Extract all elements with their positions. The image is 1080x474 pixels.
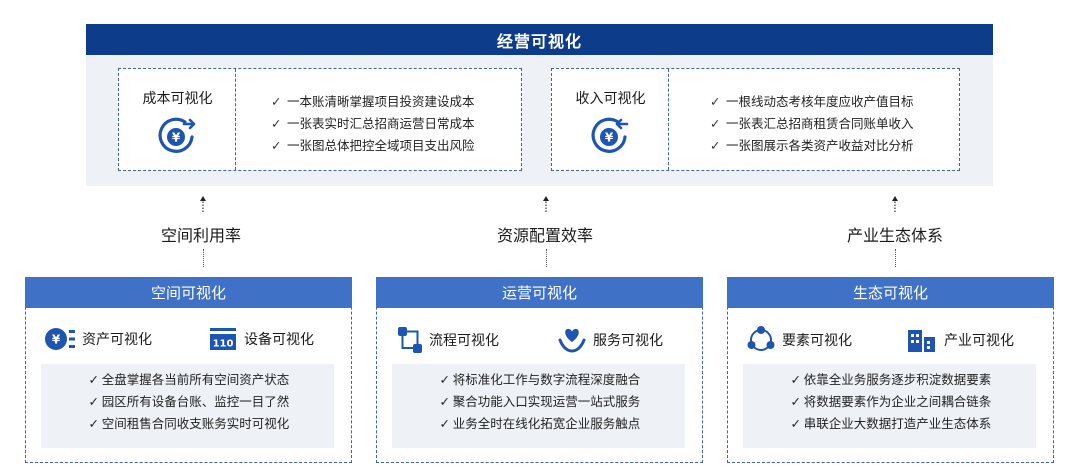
list-item: ✓园区所有设备台账、监控一目了然 <box>88 395 290 409</box>
space-items: ✓全盘掌握各当前所有空间资产状态 ✓园区所有设备台账、监控一目了然 ✓空间租售合… <box>41 364 334 448</box>
space-visualization-section: 空间可视化 ¥ 资产可视化 110 设备可视化 ✓全盘掌握各当前所有空间资产状态… <box>25 277 352 463</box>
ecosystem-visualization-section: 生态可视化 要素可视化 产业可视化 ✓依靠全业务服务逐步积淀数据要素 ✓将数据要… <box>727 277 1054 463</box>
space-utilization-label: 空间利用率 <box>161 228 242 245</box>
asset-visualization: ¥ 资产可视化 <box>44 326 152 352</box>
list-item: ✓一张图总体把控全域项目支出风险 <box>271 139 475 153</box>
list-item: ✓一根线动态考核年度应收产值目标 <box>710 95 914 109</box>
list-item: ✓一张表汇总招商租赁合同账单收入 <box>710 117 914 131</box>
list-item: ✓全盘掌握各当前所有空间资产状态 <box>88 373 290 387</box>
operation-visualization-section: 运营可视化 流程可视化 服务可视化 ✓将标准化工作与数字流程深度融合 ✓聚合功能… <box>376 277 703 463</box>
section-title: 生态可视化 <box>727 277 1054 308</box>
arrow-up-icon <box>892 196 898 212</box>
connector-dots <box>546 249 548 267</box>
yen-cycle-out-icon: ¥ <box>158 117 196 153</box>
arrow-up-icon <box>543 196 549 212</box>
list-item: ✓空间租售合同收支账务实时可视化 <box>88 417 290 431</box>
card-label: 收入可视化 <box>575 90 646 106</box>
cost-items: ✓一本账清晰掌握项目投资建设成本 ✓一张表实时汇总招商运营日常成本 ✓一张图总体… <box>271 91 475 157</box>
section-title: 运营可视化 <box>376 277 703 308</box>
arrow-up-icon <box>200 196 206 212</box>
list-item: ✓将标准化工作与数字流程深度融合 <box>439 373 641 387</box>
service-visualization: 服务可视化 <box>557 326 663 354</box>
list-item: ✓串联企业大数据打造产业生态体系 <box>790 417 992 431</box>
industry-ecosystem-label: 产业生态体系 <box>847 228 944 245</box>
section-title: 空间可视化 <box>25 277 352 308</box>
industry-visualization: 产业可视化 <box>906 326 1014 354</box>
ecosystem-items: ✓依靠全业务服务逐步积淀数据要素 ✓将数据要素作为企业之间耦合链条 ✓串联企业大… <box>743 364 1036 448</box>
list-item: ✓一张图展示各类资产收益对比分析 <box>710 139 914 153</box>
cycle-dots-icon <box>747 326 775 351</box>
connector-dots <box>203 249 205 267</box>
buildings-icon <box>908 330 935 352</box>
flow-icon <box>398 327 422 353</box>
operation-items: ✓将标准化工作与数字流程深度融合 ✓聚合功能入口实现运营一站式服务 ✓业务全时在… <box>392 364 685 448</box>
list-item: ✓业务全时在线化拓宽企业服务触点 <box>439 417 641 431</box>
list-item: ✓依靠全业务服务逐步积淀数据要素 <box>790 373 992 387</box>
heart-hand-icon <box>558 328 586 353</box>
device-visualization: 110 设备可视化 <box>208 326 314 352</box>
device-counter-icon: 110 <box>210 328 236 350</box>
process-visualization: 流程可视化 <box>397 326 499 354</box>
svg-text:¥: ¥ <box>172 131 181 145</box>
yen-cycle-in-icon: ¥ <box>591 117 629 153</box>
card-label: 成本可视化 <box>142 90 213 106</box>
list-item: ✓将数据要素作为企业之间耦合链条 <box>790 395 992 409</box>
cost-visualization-card: 成本可视化 ¥ ✓一本账清晰掌握项目投资建设成本 ✓一张表实时汇总招商运营日常成… <box>118 68 522 171</box>
connector-dots <box>895 249 897 267</box>
yen-list-icon: ¥ <box>45 328 75 350</box>
panel-title: 经营可视化 <box>86 24 993 55</box>
resource-efficiency-label: 资源配置效率 <box>497 228 594 245</box>
svg-text:¥: ¥ <box>52 333 61 347</box>
factor-visualization: 要素可视化 <box>746 326 852 354</box>
revenue-visualization-card: 收入可视化 ¥ ✓一根线动态考核年度应收产值目标 ✓一张表汇总招商租赁合同账单收… <box>551 68 960 171</box>
svg-text:110: 110 <box>213 339 234 350</box>
list-item: ✓一张表实时汇总招商运营日常成本 <box>271 117 475 131</box>
revenue-items: ✓一根线动态考核年度应收产值目标 ✓一张表汇总招商租赁合同账单收入 ✓一张图展示… <box>710 91 914 157</box>
list-item: ✓一本账清晰掌握项目投资建设成本 <box>271 95 475 109</box>
svg-text:¥: ¥ <box>605 131 614 145</box>
list-item: ✓聚合功能入口实现运营一站式服务 <box>439 395 641 409</box>
operation-visualization-panel: 经营可视化 成本可视化 ¥ ✓一本账清晰掌握项目投资建设成本 ✓一张表实时汇总招… <box>86 24 993 186</box>
